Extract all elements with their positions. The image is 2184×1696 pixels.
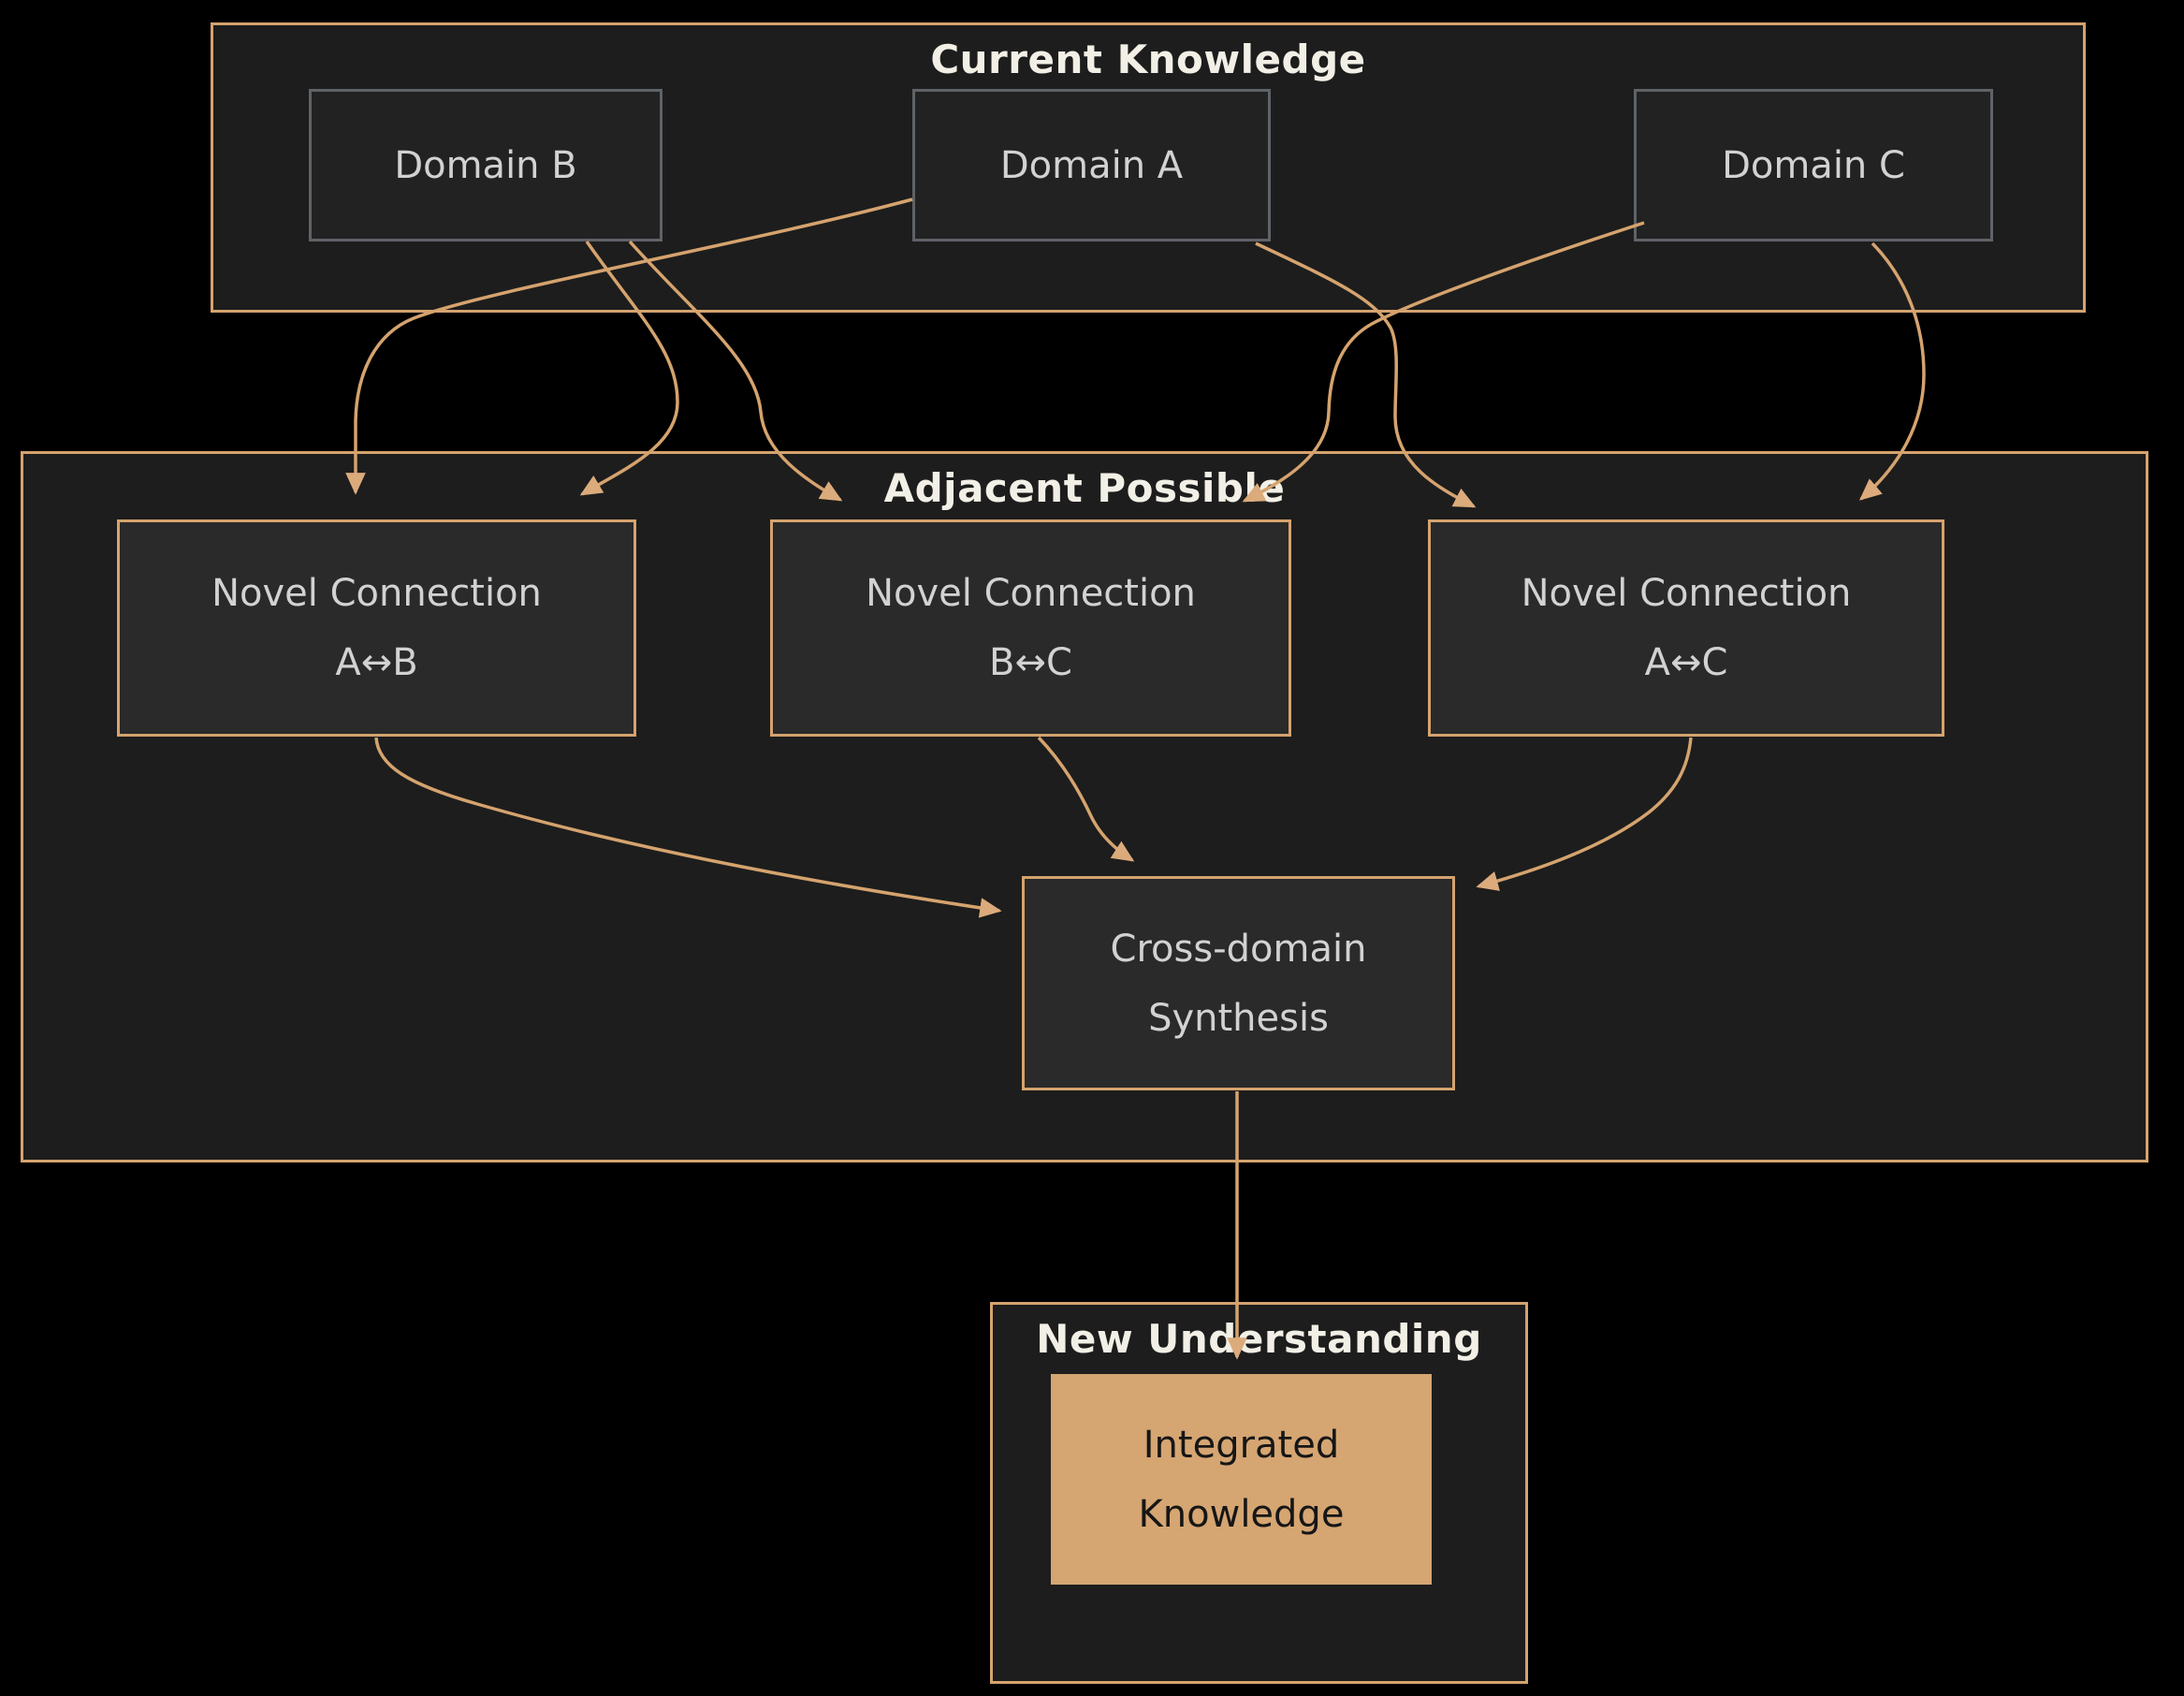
node-domain-a-label: Domain A — [999, 143, 1184, 187]
node-cross-domain-synthesis-line2: Synthesis — [1148, 996, 1329, 1040]
node-integrated-knowledge-line1: Integrated — [1143, 1423, 1340, 1467]
node-novel-connection-ab-line1: Novel Connection — [211, 572, 542, 615]
node-integrated-knowledge: Integrated Knowledge — [1051, 1374, 1432, 1585]
node-domain-b-label: Domain B — [394, 143, 577, 187]
node-integrated-knowledge-line2: Knowledge — [1138, 1492, 1345, 1536]
node-domain-c-label: Domain C — [1722, 143, 1905, 187]
node-novel-connection-ac-line1: Novel Connection — [1521, 572, 1852, 615]
node-cross-domain-synthesis: Cross-domain Synthesis — [1022, 876, 1455, 1090]
node-cross-domain-synthesis-line1: Cross-domain — [1110, 927, 1367, 971]
node-novel-connection-ab: Novel Connection A↔B — [117, 519, 636, 737]
node-domain-a: Domain A — [912, 89, 1271, 241]
node-novel-connection-bc: Novel Connection B↔C — [770, 519, 1291, 737]
node-domain-c: Domain C — [1634, 89, 1993, 241]
cluster-current-knowledge-title: Current Knowledge — [930, 37, 1366, 82]
cluster-adjacent-possible-title: Adjacent Possible — [883, 465, 1286, 511]
node-novel-connection-bc-line2: B↔C — [989, 641, 1072, 684]
node-novel-connection-ac-line2: A↔C — [1644, 641, 1728, 684]
node-novel-connection-ac: Novel Connection A↔C — [1428, 519, 1944, 737]
node-domain-b: Domain B — [309, 89, 662, 241]
node-novel-connection-ab-line2: A↔B — [335, 641, 418, 684]
cluster-new-understanding-title: New Understanding — [1036, 1316, 1482, 1362]
node-novel-connection-bc-line1: Novel Connection — [866, 572, 1196, 615]
